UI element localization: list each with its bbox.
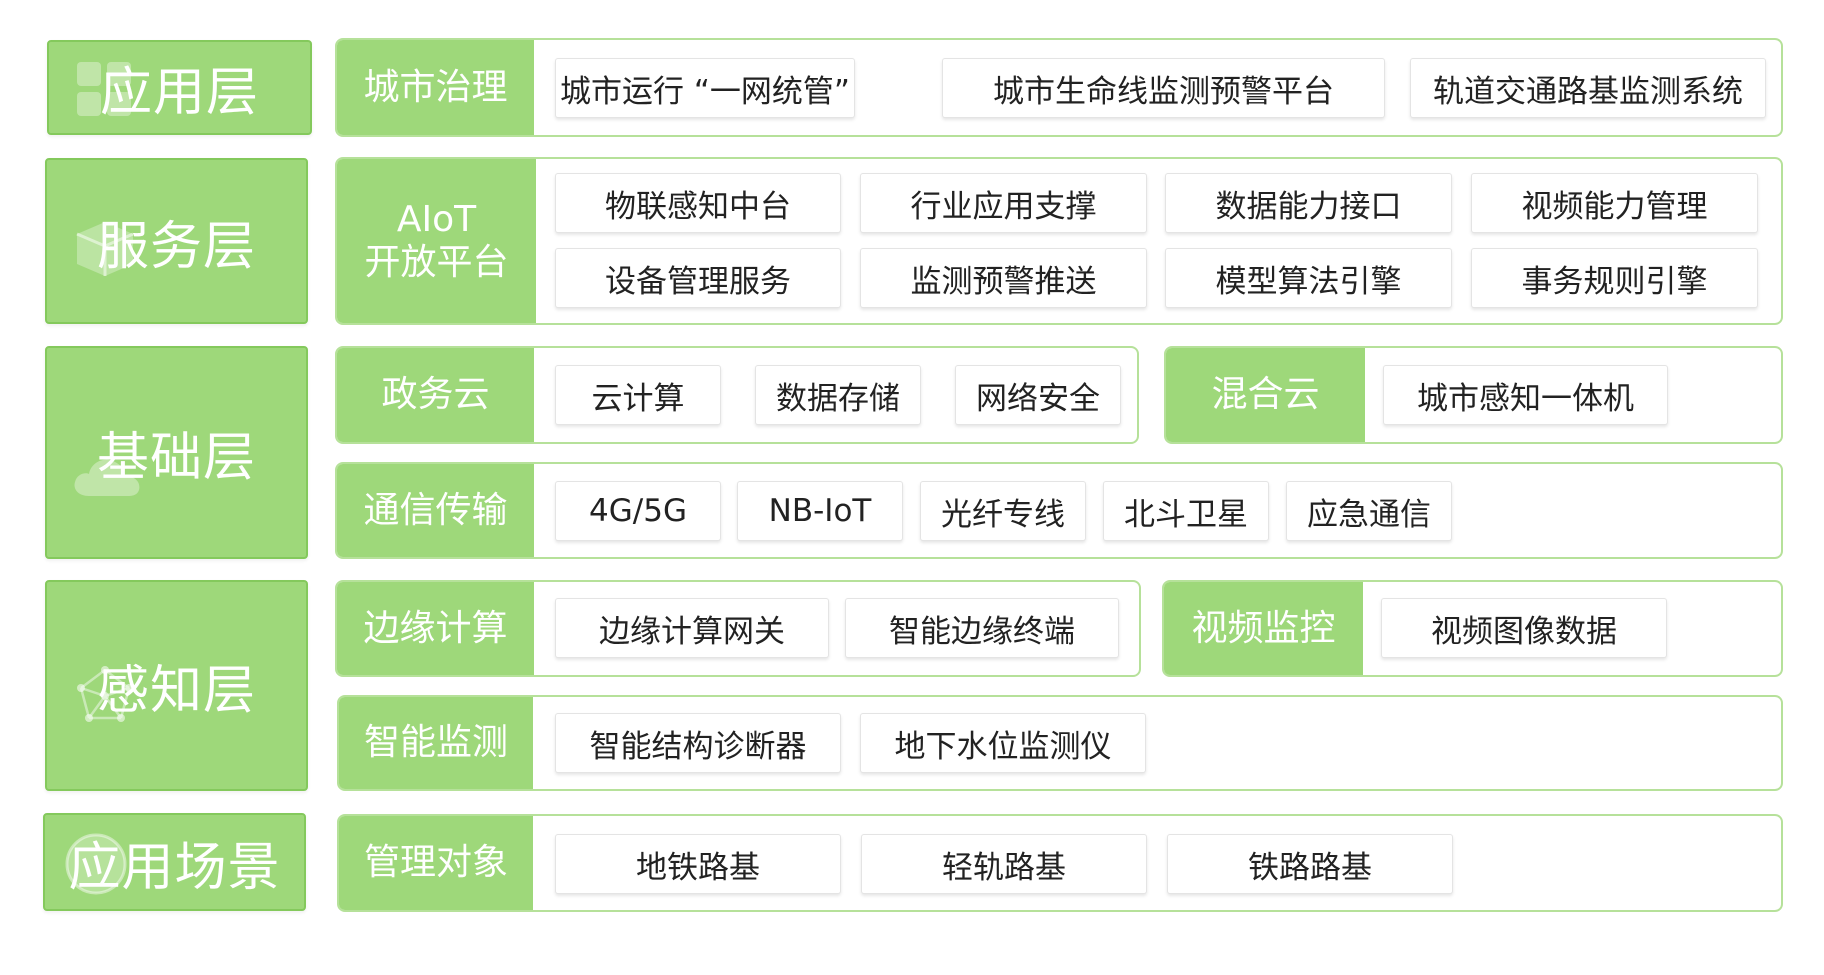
chip-railway-subgrade: 铁路路基 [1167,834,1453,894]
chip-service-item: 物联感知中台 [555,173,841,233]
layer-label: 应用层 [99,63,259,123]
layer-label: 基础层 [96,428,256,488]
globe-icon [65,833,127,895]
chip-metro-subgrade: 地铁路基 [555,834,841,894]
group-head: AIoT 开放平台 [337,159,536,323]
chip-comm-item: 应急通信 [1286,481,1452,541]
layer-service: 服务层 [45,158,308,324]
chip-service-item: 模型算法引擎 [1165,248,1452,308]
chip-edge-terminal: 智能边缘终端 [845,598,1119,658]
app-grid-icon [77,62,131,116]
chip-service-item: 监测预警推送 [860,248,1147,308]
cloud-icon [74,459,140,496]
chip-edge-gateway: 边缘计算网关 [555,598,829,658]
group-edge-computing: 边缘计算 边缘计算网关 智能边缘终端 [335,580,1141,677]
group-head: 管理对象 [339,816,533,910]
chip-comm-item: 北斗卫星 [1103,481,1269,541]
chip-structure-diagnoser: 智能结构诊断器 [555,713,841,773]
chip-network-security: 网络安全 [955,365,1121,425]
layer-scenario: 应用场景 [43,813,306,911]
chip-service-item: 数据能力接口 [1165,173,1452,233]
layer-label: 应用场景 [68,837,281,898]
chip-cloud-computing: 云计算 [555,365,721,425]
chip-service-item: 行业应用支撑 [860,173,1147,233]
chip-urban-sensing-appliance: 城市感知一体机 [1383,365,1668,425]
group-head: 城市治理 [337,40,534,135]
chip-service-item: 事务规则引擎 [1471,248,1758,308]
group-head-line: 开放平台 [364,242,509,283]
chip-light-rail-subgrade: 轻轨路基 [861,834,1147,894]
chip-service-item: 视频能力管理 [1471,173,1758,233]
chip-urban-operation: 城市运行 “一网统管” [555,58,855,118]
group-hybrid-cloud: 混合云 城市感知一体机 [1164,346,1783,444]
layer-label: 感知层 [96,661,256,721]
group-head: 混合云 [1166,348,1365,442]
group-managed-objects: 管理对象 地铁路基 轻轨路基 铁路路基 [337,814,1783,912]
chip-comm-item: NB-IoT [737,481,903,541]
group-head-line: AIoT [396,198,477,240]
layer-infrastructure: 基础层 [45,346,308,559]
group-head: 智能监测 [339,697,533,789]
cube-box-icon [76,222,134,276]
network-mesh-icon [77,666,133,722]
group-smart-monitoring: 智能监测 智能结构诊断器 地下水位监测仪 [337,695,1783,791]
group-video-surveillance: 视频监控 视频图像数据 [1162,580,1783,677]
chip-service-item: 设备管理服务 [555,248,841,308]
chip-rail-subgrade-system: 轨道交通路基监测系统 [1410,58,1766,118]
chip-lifeline-platform: 城市生命线监测预警平台 [942,58,1385,118]
group-urban-governance: 城市治理 城市运行 “一网统管” 城市生命线监测预警平台 轨道交通路基监测系统 [335,38,1783,137]
group-head: 政务云 [337,348,534,442]
layer-perception: 感知层 [45,580,308,791]
group-aiot-platform: AIoT 开放平台 物联感知中台 行业应用支撑 数据能力接口 视频能力管理 设备… [335,157,1783,325]
chip-data-storage: 数据存储 [755,365,921,425]
chip-groundwater-monitor: 地下水位监测仪 [860,713,1146,773]
group-head: 视频监控 [1164,582,1363,675]
group-head: 通信传输 [337,464,534,557]
group-communication: 通信传输 4G/5G NB-IoT 光纤专线 北斗卫星 应急通信 [335,462,1783,559]
chip-comm-item: 4G/5G [555,481,721,541]
layer-application: 应用层 [47,40,312,135]
chip-video-image-data: 视频图像数据 [1381,598,1667,658]
group-head: 边缘计算 [337,582,534,675]
layer-label: 服务层 [96,216,256,277]
group-gov-cloud: 政务云 云计算 数据存储 网络安全 [335,346,1139,444]
chip-comm-item: 光纤专线 [920,481,1086,541]
